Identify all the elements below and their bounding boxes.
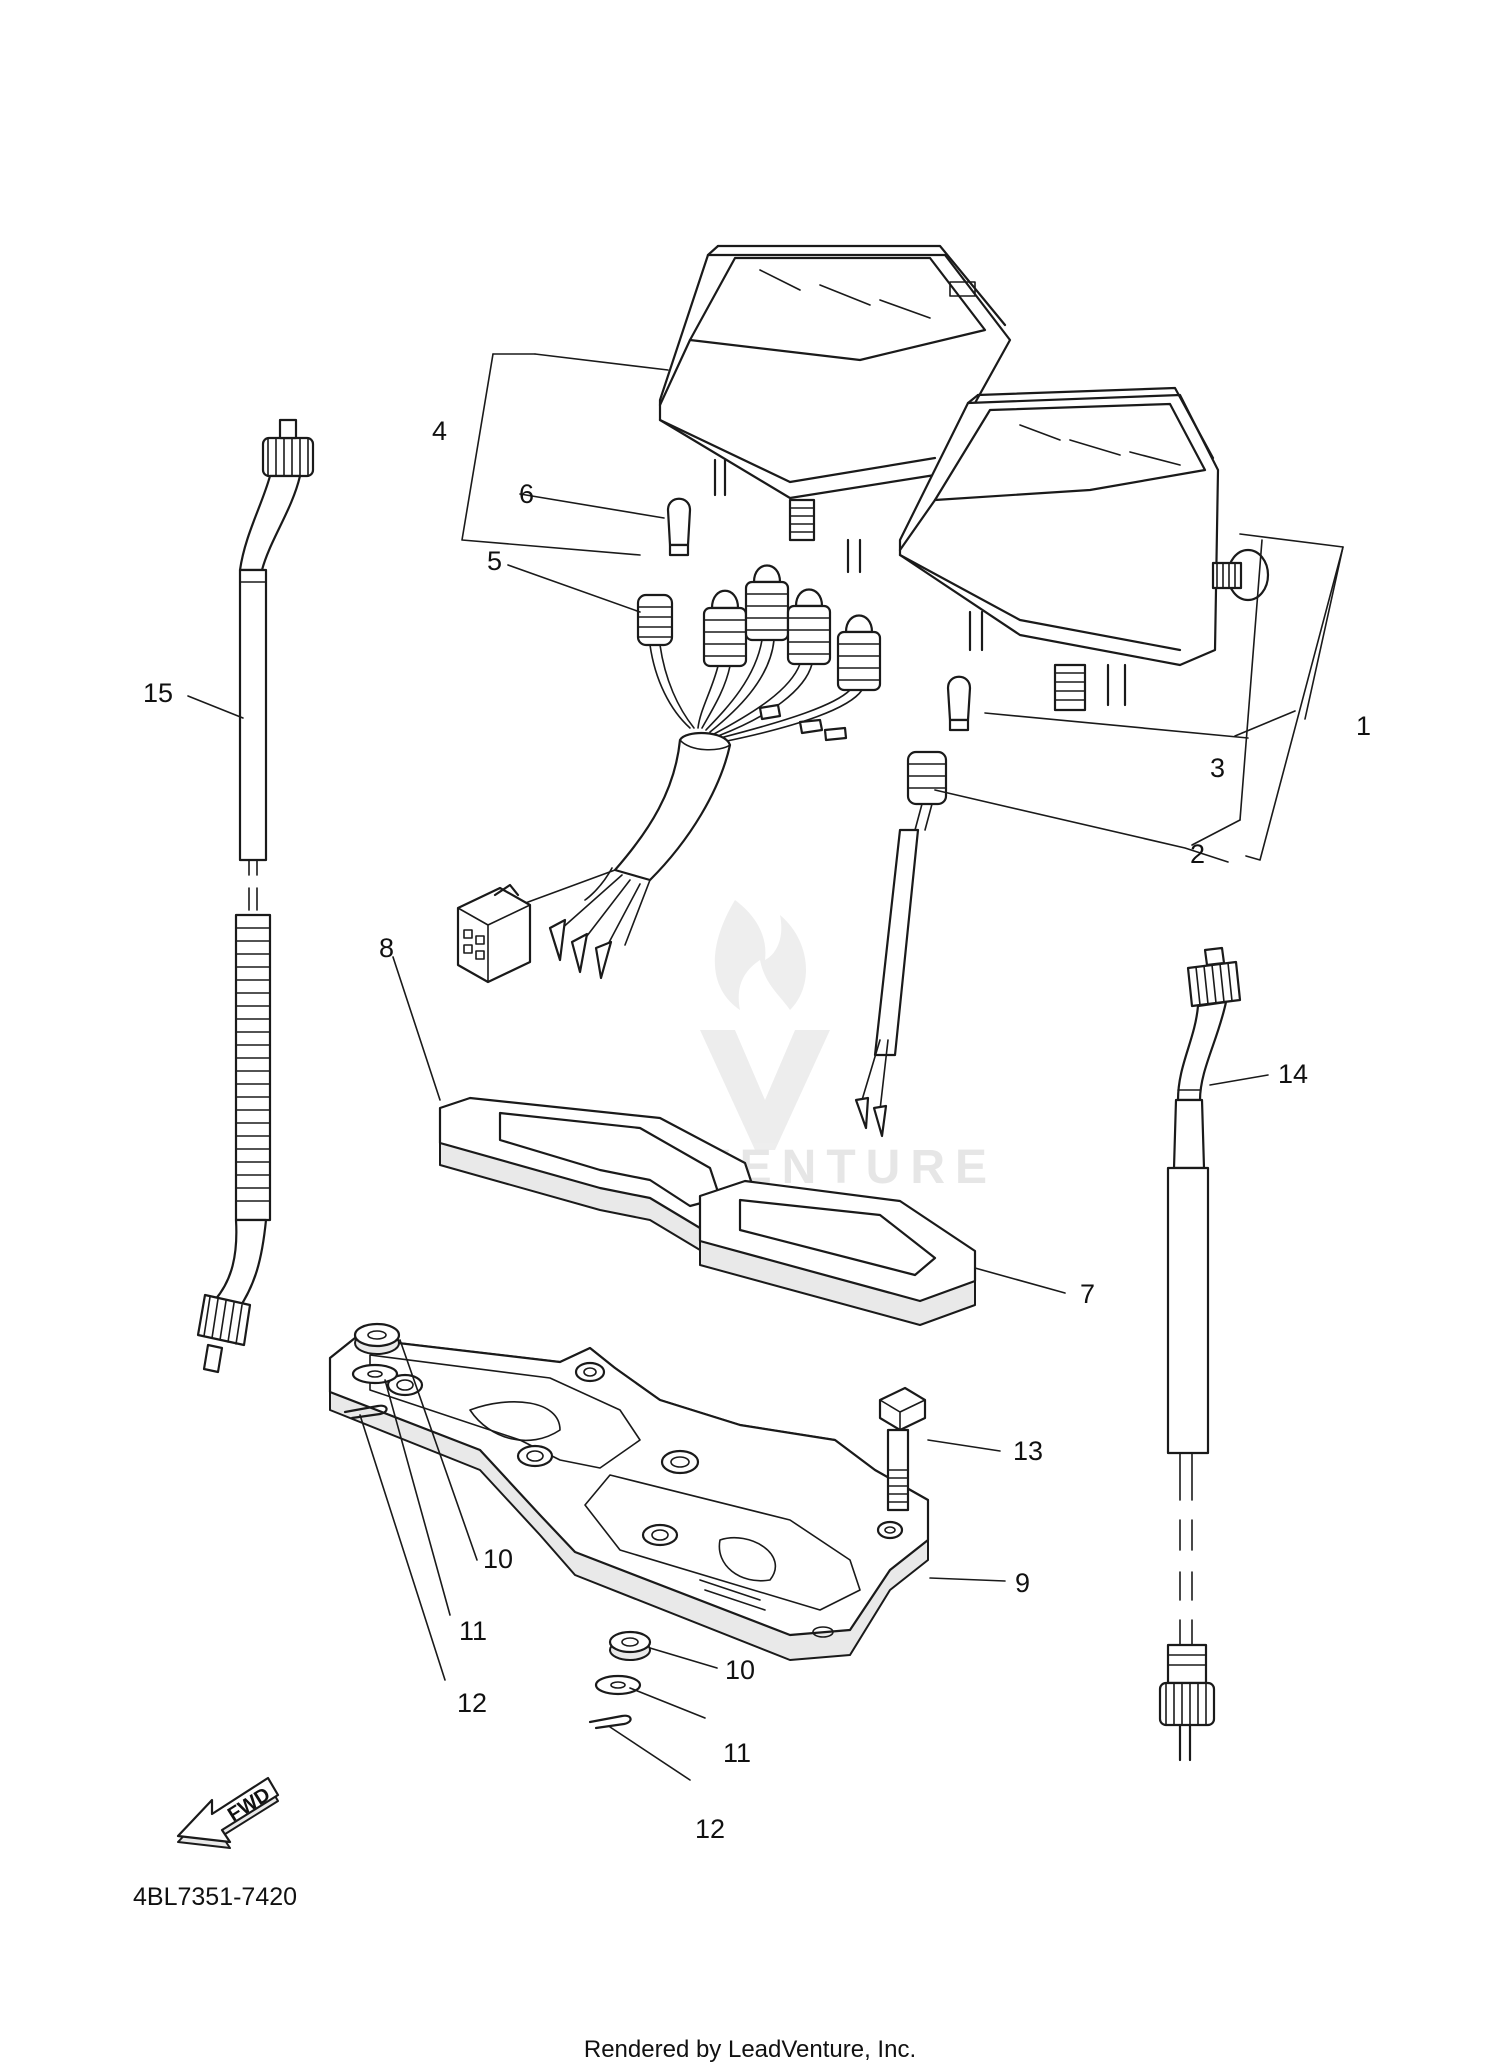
callout-10a: 10 [483, 1544, 513, 1574]
cable-15 [196, 418, 315, 1374]
left-gauge-housing [658, 244, 1012, 574]
harness-coupler [456, 883, 532, 984]
callout-10b: 10 [725, 1655, 755, 1685]
cable-14-bottom-nut [1158, 1643, 1216, 1762]
cable-15-top-nut [261, 418, 315, 478]
clip-12b [588, 1714, 632, 1730]
leader-lines [187, 353, 1344, 1781]
bracket-9 [328, 1336, 930, 1661]
fwd-arrow: FWD [176, 1776, 280, 1849]
washer-11b [594, 1674, 642, 1696]
right-gauge-housing [898, 386, 1270, 712]
callout-1: 1 [1356, 711, 1371, 741]
socket-2-single [854, 750, 948, 1138]
callout-9: 9 [1015, 1568, 1030, 1598]
callout-14: 14 [1278, 1059, 1308, 1089]
socket-1 [636, 593, 674, 647]
callout-11a: 11 [459, 1616, 487, 1646]
trip-reset-knob [1211, 548, 1270, 602]
cable-14 [1158, 946, 1242, 1762]
callouts: 1 2 3 4 5 6 7 8 9 10 10 11 11 12 12 13 1… [143, 416, 1371, 1844]
bolt-13 [878, 1386, 927, 1512]
callout-4: 4 [432, 416, 447, 446]
callout-15: 15 [143, 678, 173, 708]
grommet-10b [608, 1630, 652, 1661]
socket-4 [786, 588, 832, 666]
callout-2: 2 [1190, 839, 1205, 869]
callout-6: 6 [519, 479, 534, 509]
clip-12a [343, 1404, 388, 1420]
cable-15-boot [234, 913, 272, 1222]
washer-11a [351, 1363, 399, 1385]
footer-credit: Rendered by LeadVenture, Inc. [584, 2036, 916, 2063]
gasket-7 [698, 1179, 977, 1326]
diagram-part-number: 4BL7351-7420 [133, 1883, 297, 1911]
socket-5 [836, 614, 882, 692]
cable-14-top-nut [1186, 946, 1242, 1008]
callout-3: 3 [1210, 753, 1225, 783]
callout-12a: 12 [457, 1688, 487, 1718]
callout-11b: 11 [723, 1738, 751, 1768]
cable-15-bottom-nut [196, 1293, 252, 1374]
left-gauge-threaded-stem [788, 498, 816, 542]
callout-5: 5 [487, 546, 502, 576]
bulb-3 [946, 675, 972, 732]
callout-7: 7 [1080, 1279, 1095, 1309]
socket-3 [744, 564, 790, 642]
bulb-6 [666, 497, 692, 557]
socket-2 [702, 589, 748, 668]
grommet-10a [353, 1322, 401, 1355]
socket-harness-5 [456, 564, 882, 984]
callout-13: 13 [1013, 1436, 1043, 1466]
callout-12b: 12 [695, 1814, 725, 1844]
callout-8: 8 [379, 933, 394, 963]
gasket-8 [438, 1096, 762, 1251]
watermark-logo [700, 900, 830, 1150]
right-gauge-threaded-stem [1053, 663, 1087, 712]
